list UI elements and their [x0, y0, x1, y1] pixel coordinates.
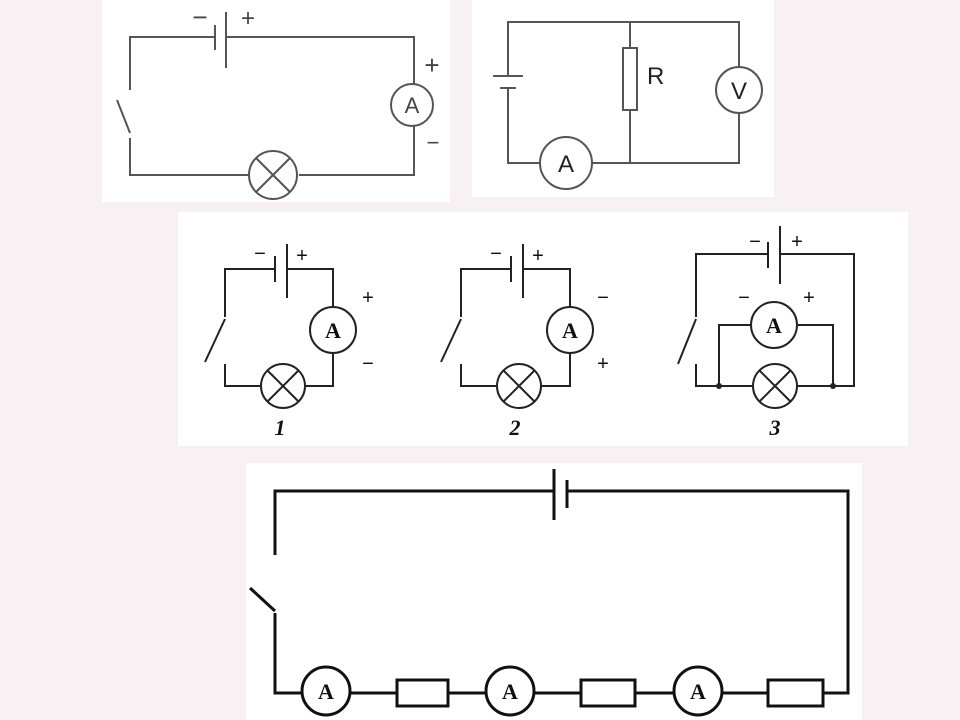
- ammeter-plus: +: [424, 50, 439, 80]
- circuit-number: 2: [509, 415, 521, 440]
- ammeter-minus: −: [427, 130, 440, 155]
- wire: [507, 88, 540, 164]
- voltmeter-circle: [715, 66, 763, 114]
- voltmeter-label: V: [731, 78, 747, 105]
- ammeter-circle: [546, 306, 594, 354]
- switch-lever: [248, 586, 277, 613]
- ammeter-top-sign: −: [597, 287, 609, 309]
- ammeter-circle: [539, 136, 593, 190]
- switch-lever: [440, 318, 462, 363]
- resistor-label: R: [647, 63, 664, 90]
- ammeter-bottom-sign: −: [362, 353, 374, 375]
- lamp-circle: [260, 363, 306, 409]
- circuit-d-panel: A A A: [246, 463, 862, 720]
- lamp-circle: [496, 363, 542, 409]
- resistor-body: [395, 678, 450, 708]
- circuit-a-panel: A − + + −: [102, 0, 450, 202]
- resistor-body: [766, 678, 825, 708]
- circuit-c-diagram: A − + + − 1 A − +: [204, 226, 855, 440]
- ammeter-circle: [484, 665, 536, 717]
- battery-minus: −: [490, 243, 502, 265]
- ammeter-label: A: [325, 318, 341, 343]
- ammeter-label: A: [562, 318, 578, 343]
- ammeter-bottom-sign: +: [597, 353, 609, 375]
- ammeter-circle: [390, 83, 434, 127]
- ammeter-circle: [750, 301, 798, 349]
- circuit-c-panel: A − + + − 1 A − +: [178, 212, 908, 446]
- battery-plus: +: [296, 245, 308, 267]
- ammeter-circle: [672, 665, 724, 717]
- circuit-number: 1: [275, 415, 286, 440]
- circuit-2: A − + − + 2: [440, 243, 609, 440]
- circuit-b-panel: R A V: [472, 0, 774, 197]
- lamp-cross: [255, 157, 291, 193]
- ammeter-left-sign: −: [738, 287, 750, 309]
- circuit-d-diagram: A A A: [248, 469, 850, 717]
- resistor-body: [579, 678, 637, 708]
- wire: [273, 613, 302, 695]
- circuit-a-diagram: A − + + −: [116, 2, 440, 200]
- switch-lever: [116, 99, 131, 134]
- ammeter-label: A: [405, 93, 420, 118]
- junction-dot: [716, 383, 722, 389]
- wire: [299, 126, 415, 176]
- circuit-1: A − + + − 1: [204, 243, 374, 440]
- ammeter-right-sign: +: [803, 287, 815, 309]
- ammeter-circle: [309, 306, 357, 354]
- battery-minus: −: [749, 231, 761, 253]
- wire: [129, 36, 215, 90]
- battery-plus: +: [241, 5, 255, 32]
- lamp-circle: [752, 363, 798, 409]
- ammeter-label: A: [690, 679, 706, 704]
- junction-dot: [830, 383, 836, 389]
- circuit-b-diagram: R A V: [493, 21, 763, 190]
- ammeter-label: A: [502, 679, 518, 704]
- wire: [507, 21, 740, 76]
- switch-lever: [204, 318, 226, 363]
- wire: [273, 489, 554, 555]
- circuit-3: A − + − + 3: [677, 226, 855, 440]
- ammeter-circle: [300, 665, 352, 717]
- lamp-circle: [248, 150, 298, 200]
- battery-minus: −: [254, 243, 266, 265]
- switch-lever: [677, 318, 697, 365]
- ammeter-label: A: [558, 151, 574, 178]
- ammeter-label: A: [766, 313, 782, 338]
- wire: [226, 36, 415, 84]
- wire: [592, 112, 740, 164]
- battery-plus: +: [532, 245, 544, 267]
- circuit-number: 3: [769, 415, 781, 440]
- wire: [567, 489, 850, 695]
- ammeter-label: A: [318, 679, 334, 704]
- resistor-body: [622, 47, 638, 111]
- ammeter-top-sign: +: [362, 287, 374, 309]
- battery-minus: −: [192, 2, 207, 32]
- wire: [129, 138, 249, 176]
- battery-plus: +: [791, 231, 803, 253]
